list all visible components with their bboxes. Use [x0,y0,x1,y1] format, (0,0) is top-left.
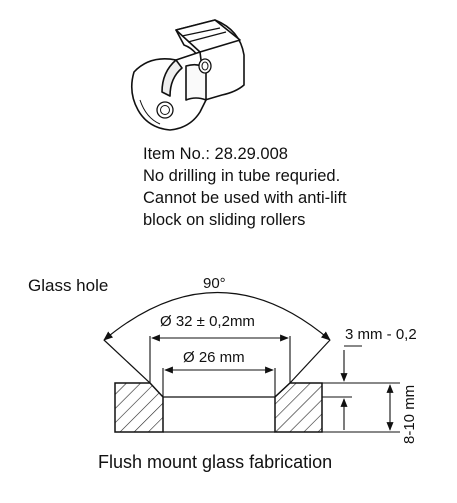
glass-thickness-dimension [322,382,400,433]
glass-thickness-label: 8-10 mm [401,385,418,444]
countersink-depth-dimension [322,345,362,430]
product-notes: Item No.: 28.29.008 No drilling in tube … [143,143,443,231]
caption: Flush mount glass fabrication [98,452,332,472]
angle-dimension [103,292,331,384]
inner-diameter-label: Ø 26 mm [183,349,245,366]
item-number: Item No.: 28.29.008 [143,145,288,163]
outer-diameter-label: Ø 32 ± 0,2mm [160,313,255,330]
angle-label: 90° [203,275,226,292]
section-title: Glass hole [28,276,108,295]
glass-left-hatch [114,382,164,433]
note-anti-lift: Cannot be used with anti-lift [143,189,347,207]
outer-diameter-dimension [149,334,291,383]
glass-right-hatch [274,382,323,433]
inner-diameter-dimension [162,366,276,397]
note-no-drilling: No drilling in tube requried. [143,167,341,185]
glass-section [114,382,323,433]
countersink-depth-label: 3 mm - 0,2 [345,326,417,343]
clamp-fitting-illustration [130,19,245,131]
note-sliding-rollers: block on sliding rollers [143,211,306,229]
